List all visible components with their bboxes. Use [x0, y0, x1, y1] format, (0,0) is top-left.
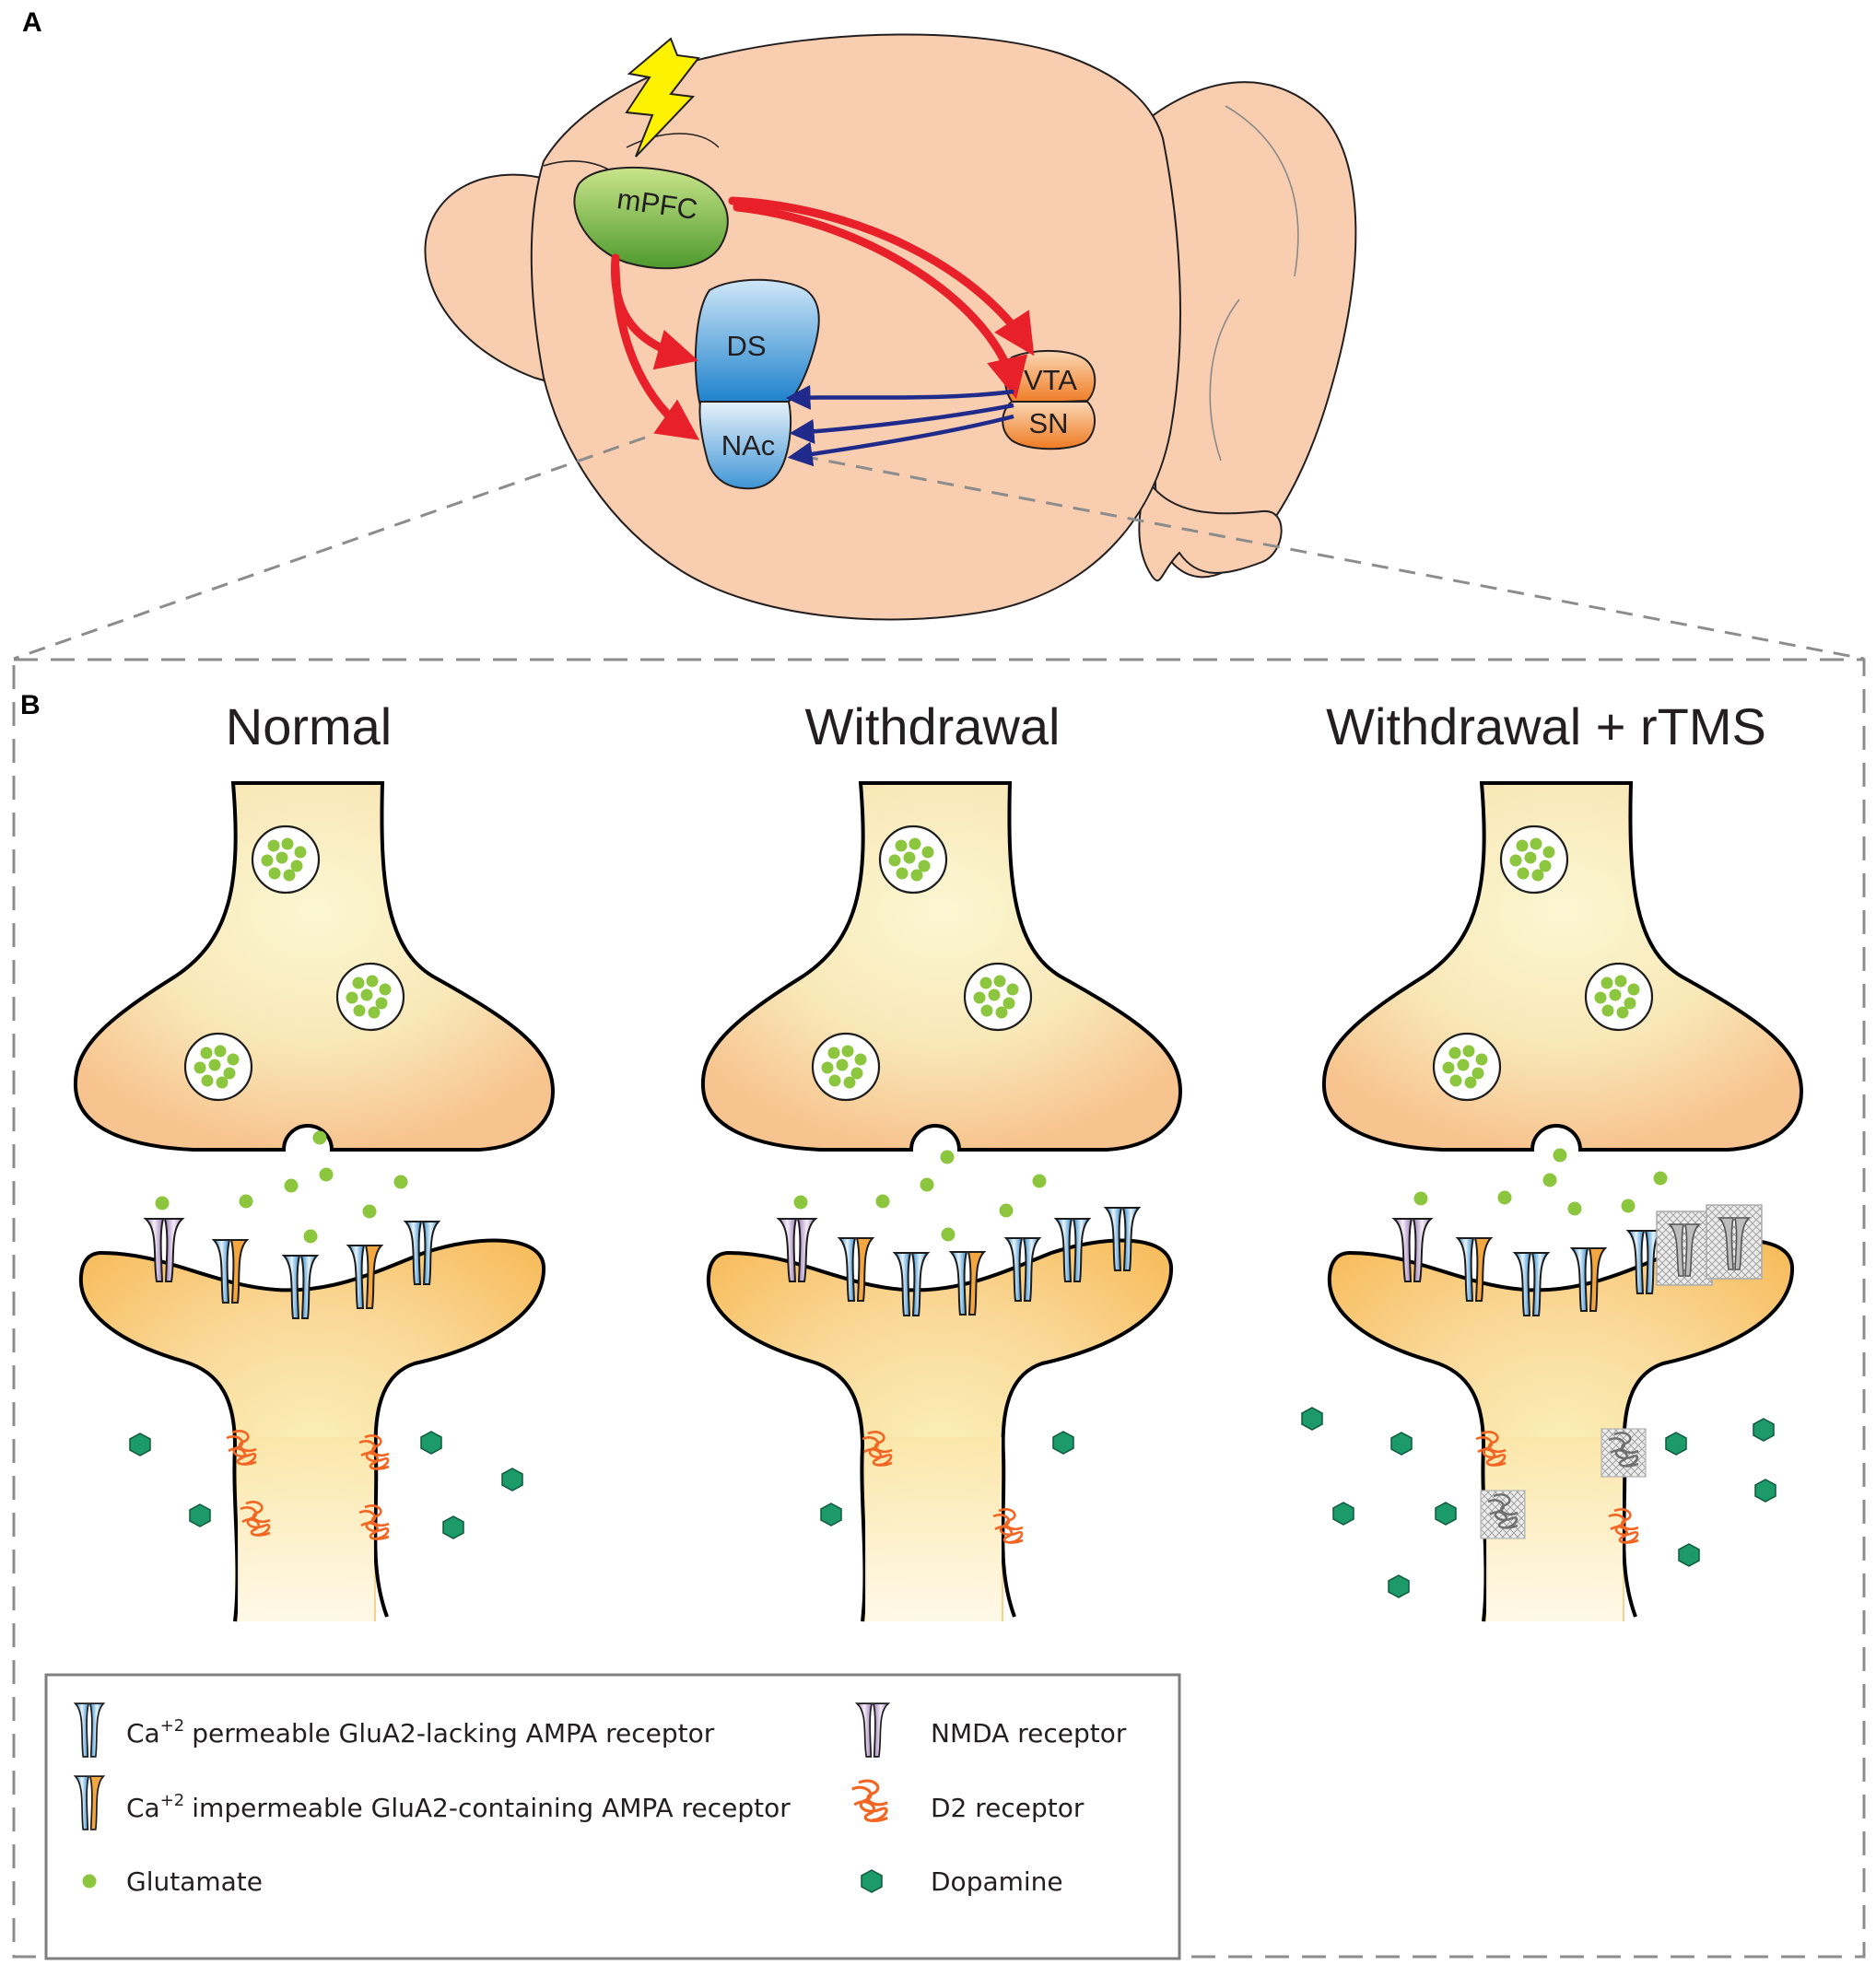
- dopamine-molecule: [1388, 1574, 1410, 1598]
- legend-nmda-label: NMDA receptor: [931, 1718, 1127, 1749]
- vta-label: VTA: [1024, 364, 1077, 396]
- glutamate-molecule: [239, 1194, 253, 1209]
- dopamine-molecule: [1332, 1502, 1354, 1526]
- glutamate-molecule: [999, 1203, 1014, 1218]
- cerebellum: [1145, 81, 1357, 579]
- dopamine-molecule: [1301, 1407, 1323, 1431]
- brain-illustration: [424, 33, 1357, 621]
- presynaptic-terminal: [1321, 781, 1804, 1152]
- dopamine-molecule: [820, 1503, 842, 1526]
- condition-title-withdrawal-rtms: Withdrawal + rTMS: [1326, 697, 1766, 755]
- synapse-withdrawal-rtms: [1321, 781, 1804, 1622]
- glutamate-molecule: [920, 1177, 934, 1192]
- dopamine-molecule: [420, 1431, 442, 1455]
- synaptic-vesicle: [811, 1032, 881, 1102]
- presynaptic-terminal: [700, 781, 1183, 1152]
- brainstem: [1138, 476, 1283, 582]
- removed-receptor-marker: [1656, 1211, 1713, 1286]
- glutamate-molecule: [1553, 1148, 1567, 1163]
- removed-d2-receptor-marker: [1479, 1489, 1527, 1540]
- dopamine-molecule: [1678, 1543, 1700, 1567]
- legend-dopamine-label: Dopamine: [931, 1866, 1063, 1897]
- legend-frame: [44, 1673, 1181, 1960]
- synaptic-vesicle: [1584, 962, 1654, 1032]
- synapse-withdrawal: [700, 781, 1183, 1622]
- dopamine-molecule: [1435, 1502, 1457, 1526]
- legend-glutamate-label: Glutamate: [126, 1866, 263, 1897]
- dopamine-molecule: [1390, 1432, 1413, 1456]
- dopamine-molecule: [189, 1503, 211, 1527]
- glutamate-molecule: [1542, 1173, 1557, 1187]
- dopamine-molecule: [1754, 1479, 1776, 1503]
- removed-d2-receptor-marker: [1600, 1427, 1647, 1479]
- glutamate-molecule: [1621, 1199, 1636, 1213]
- nac-label: NAc: [721, 429, 776, 462]
- glutamate-molecule: [284, 1178, 299, 1193]
- postsynaptic-spine: [708, 1240, 1172, 1621]
- synaptic-vesicle: [878, 825, 948, 895]
- condition-title-normal: Normal: [226, 697, 392, 755]
- synapse-normal: [73, 781, 556, 1622]
- mpfc-region: [573, 166, 729, 270]
- dopamine-molecule: [442, 1515, 464, 1539]
- legend-d2-label: D2 receptor: [931, 1793, 1085, 1823]
- panel-a-letter: A: [22, 7, 42, 38]
- postsynaptic-spine: [80, 1240, 545, 1621]
- dopamine-molecule: [1753, 1418, 1775, 1442]
- legend-dopamine-icon: [861, 1869, 883, 1893]
- dopamine-molecule: [129, 1433, 151, 1456]
- glutamate-projections: [610, 196, 1035, 440]
- synaptic-vesicle: [251, 825, 321, 895]
- postsynaptic-spine: [1329, 1240, 1793, 1621]
- rtms-lightning-icon: [625, 37, 700, 158]
- glutamate-molecule: [941, 1227, 956, 1242]
- synaptic-vesicle: [335, 962, 405, 1032]
- removed-receptor-marker: [1706, 1204, 1763, 1280]
- sn-region: [1002, 401, 1096, 450]
- glutamate-molecule: [393, 1175, 408, 1189]
- synaptic-vesicle: [183, 1032, 253, 1102]
- glutamate-molecule: [362, 1204, 377, 1219]
- glutamate-molecule: [793, 1195, 808, 1210]
- ds-label: DS: [726, 330, 766, 362]
- presynaptic-terminal: [73, 781, 556, 1152]
- dopamine-molecule: [1052, 1431, 1074, 1455]
- panel-b-letter: B: [20, 690, 41, 720]
- glutamate-molecule: [319, 1167, 334, 1182]
- glutamate-molecule: [1567, 1201, 1582, 1216]
- sn-label: SN: [1028, 407, 1068, 439]
- dopamine-molecule: [501, 1468, 523, 1491]
- synaptic-vesicle: [963, 962, 1033, 1032]
- glutamate-molecule: [312, 1130, 327, 1145]
- legend-glutamate-icon: [82, 1874, 97, 1889]
- glutamate-molecule: [303, 1229, 318, 1244]
- synaptic-vesicle: [1499, 825, 1569, 895]
- cleft-glutamate: [155, 1130, 1668, 1244]
- glutamate-molecule: [155, 1196, 170, 1211]
- condition-title-withdrawal: Withdrawal: [805, 697, 1061, 755]
- glutamate-molecule: [1653, 1171, 1668, 1186]
- glutamate-molecule: [1413, 1191, 1428, 1206]
- dopamine-molecule: [1665, 1432, 1687, 1456]
- glutamate-molecule: [875, 1194, 890, 1209]
- glutamate-molecule: [1497, 1190, 1512, 1205]
- synaptic-vesicle: [1432, 1032, 1502, 1102]
- glutamate-molecule: [1032, 1174, 1047, 1188]
- zoom-guide-lines: [13, 436, 1865, 661]
- glutamate-molecule: [940, 1150, 955, 1164]
- dopamine-projections: [785, 384, 1014, 467]
